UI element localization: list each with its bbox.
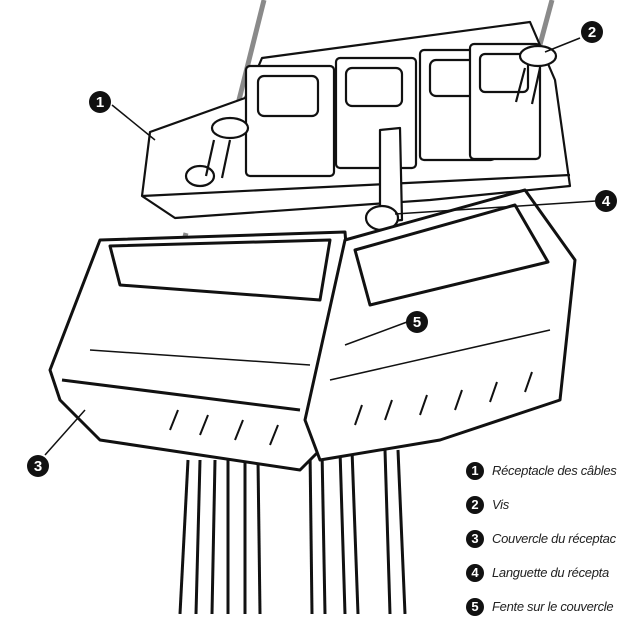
callout-2: 2 — [581, 21, 603, 43]
legend-item: 5 Fente sur le couvercle — [466, 597, 631, 617]
legend-label: Languette du récepta — [492, 565, 609, 581]
screws — [204, 44, 558, 179]
legend-item: 3 Couvercle du réceptac — [466, 529, 631, 549]
legend-label: Vis — [492, 497, 509, 513]
legend-number: 1 — [466, 461, 484, 480]
legend-label: Réceptacle des câbles — [492, 463, 617, 479]
connectors — [244, 42, 542, 232]
legend-number: 4 — [466, 563, 484, 582]
leader-lines — [44, 37, 597, 456]
callout-3: 3 — [27, 455, 49, 477]
callout-5: 5 — [406, 311, 428, 333]
legend-number: 3 — [466, 529, 484, 548]
legend-item: 2 Vis — [466, 495, 631, 515]
receptacle-cover-right — [303, 188, 577, 462]
legend-label: Fente sur le couvercle — [492, 599, 614, 615]
legend-label: Couvercle du réceptac — [492, 531, 616, 547]
legend: 1 Réceptacle des câbles 2 Vis 3 Couvercle d… — [466, 461, 631, 631]
receptacle-cover-left — [48, 230, 352, 472]
callout-4: 4 — [595, 190, 617, 212]
legend-item: 4 Languette du récepta — [466, 563, 631, 583]
legend-item: 1 Réceptacle des câbles — [466, 461, 631, 481]
callout-1: 1 — [89, 91, 111, 113]
cables — [178, 449, 407, 614]
legend-number: 5 — [466, 597, 484, 616]
legend-number: 2 — [466, 495, 484, 514]
cable-receptacle-diagram — [44, 0, 597, 614]
